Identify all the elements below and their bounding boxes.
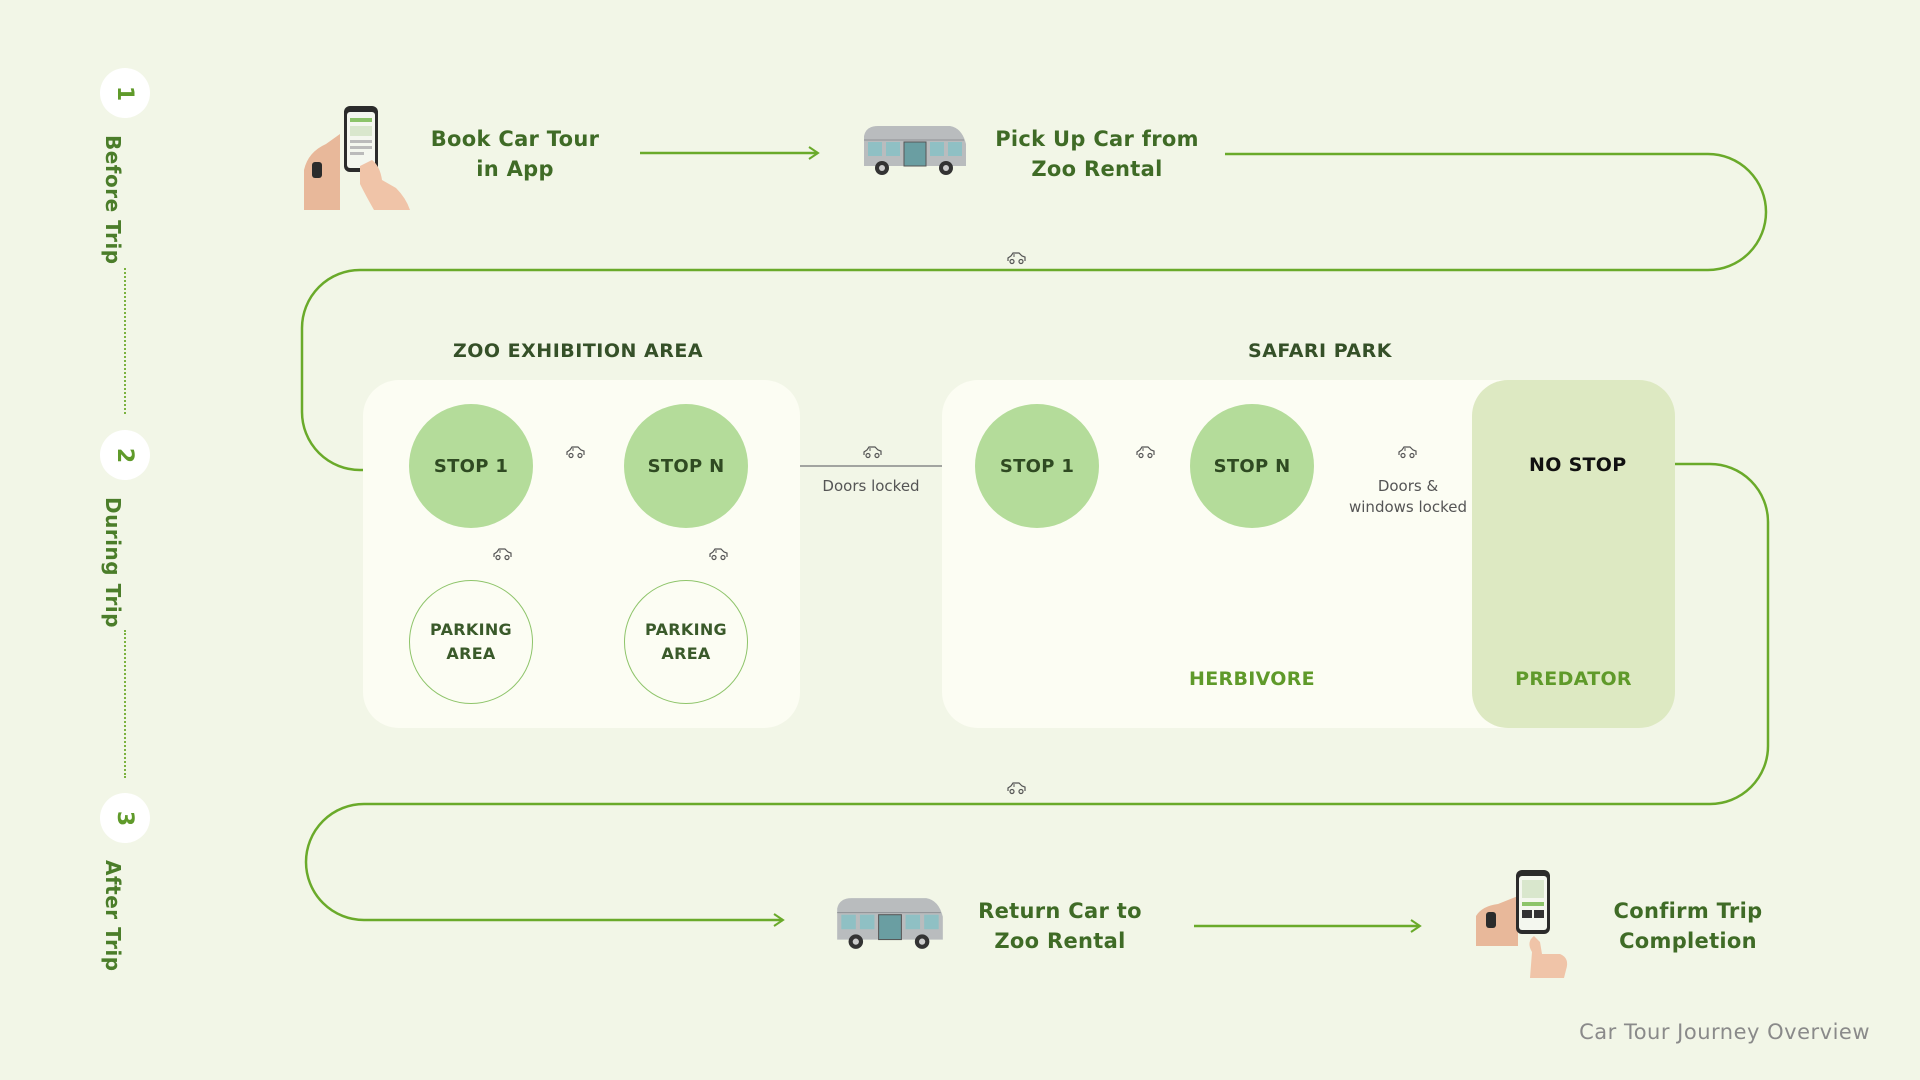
predator-zone	[1472, 380, 1675, 728]
safari-park-title: SAFARI PARK	[1248, 340, 1392, 362]
step-pickup-line2: Zoo Rental	[1031, 157, 1163, 181]
herbivore-label: HERBIVORE	[1189, 668, 1315, 690]
step-book-line1: Book Car Tour	[430, 127, 600, 151]
zoo-area-title: ZOO EXHIBITION AREA	[452, 340, 704, 362]
step-pickup-car: Pick Up Car from Zoo Rental	[987, 124, 1207, 184]
safari-stop-1-label: STOP 1	[999, 455, 1075, 477]
car-outline-icon	[1136, 446, 1155, 459]
route-to-zoo	[300, 152, 1768, 477]
thumbs-up-phone-icon	[1476, 870, 1568, 978]
parking-line1: PARKING	[645, 620, 727, 639]
phase-2-label: During Trip	[101, 497, 125, 629]
diagram-caption: Car Tour Journey Overview	[1579, 1020, 1870, 1044]
phase-3-badge: 3	[100, 793, 150, 843]
step-return-line2: Zoo Rental	[994, 929, 1126, 953]
car-outline-icon	[1007, 782, 1026, 795]
phase-2-badge: 2	[100, 430, 150, 480]
car-outline-icon	[709, 548, 728, 561]
phase-1-badge: 1	[100, 68, 150, 118]
zoo-parking-area-n: PARKING AREA	[624, 580, 748, 704]
phase-divider	[124, 268, 126, 414]
step-confirm-line2: Completion	[1619, 929, 1757, 953]
zoo-parking-area-1: PARKING AREA	[409, 580, 533, 704]
safari-stop-n-label: STOP N	[1213, 455, 1291, 477]
phase-1-label: Before Trip	[101, 135, 125, 265]
route-to-return	[304, 462, 1770, 927]
step-pickup-line1: Pick Up Car from	[995, 127, 1199, 151]
car-outline-icon	[566, 446, 585, 459]
step-return-car: Return Car to Zoo Rental	[960, 896, 1160, 956]
zoo-stop-1: STOP 1	[409, 404, 533, 528]
minibus-icon	[837, 898, 943, 949]
zoo-stop-1-label: STOP 1	[433, 455, 509, 477]
step-confirm-line1: Confirm Trip	[1613, 899, 1763, 923]
zoo-stop-n-label: STOP N	[647, 455, 725, 477]
phone-in-hand-icon	[304, 106, 410, 210]
note-doors-windows-line1: Doors &	[1377, 477, 1439, 495]
step-confirm-trip: Confirm Trip Completion	[1598, 896, 1778, 956]
phase-divider	[124, 630, 126, 778]
car-outline-icon	[493, 548, 512, 561]
car-outline-icon	[863, 446, 882, 459]
note-doors-locked: Doors locked	[822, 477, 920, 495]
no-stop-label: NO STOP	[1529, 454, 1627, 476]
safari-stop-1: STOP 1	[975, 404, 1099, 528]
car-outline-icon	[1007, 252, 1026, 265]
minibus-icon	[864, 126, 966, 175]
parking-line2: AREA	[446, 644, 496, 663]
parking-line1: PARKING	[430, 620, 512, 639]
parking-line2: AREA	[661, 644, 711, 663]
step-book-line2: in App	[476, 157, 554, 181]
note-doors-windows-locked: Doors & windows locked	[1330, 476, 1486, 518]
predator-label: PREDATOR	[1515, 668, 1632, 690]
note-doors-windows-line2: windows locked	[1349, 498, 1467, 516]
phase-3-label: After Trip	[101, 860, 125, 972]
zoo-stop-n: STOP N	[624, 404, 748, 528]
step-return-line1: Return Car to	[978, 899, 1142, 923]
step-book-tour: Book Car Tour in App	[420, 124, 610, 184]
safari-stop-n: STOP N	[1190, 404, 1314, 528]
car-outline-icon	[1398, 446, 1417, 459]
